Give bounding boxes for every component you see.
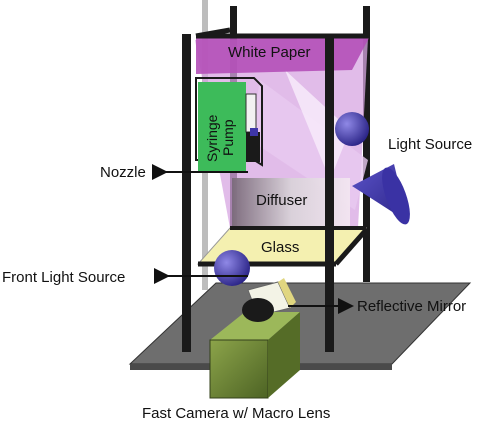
front-left-post (182, 34, 191, 352)
label-diffuser: Diffuser (256, 192, 307, 209)
label-front-light-source: Front Light Source (2, 269, 125, 286)
label-glass: Glass (261, 239, 299, 256)
label-pump: Pump (220, 119, 236, 156)
label-camera: Fast Camera w/ Macro Lens (142, 405, 330, 422)
syringe-pump (198, 82, 246, 172)
front-light-source (214, 250, 250, 286)
light-source-bulb (335, 112, 369, 146)
front-right-post (325, 34, 334, 352)
label-nozzle: Nozzle (100, 164, 146, 181)
label-light-source: Light Source (388, 136, 472, 153)
camera-body (209, 339, 269, 399)
syringe-plunger (245, 93, 257, 133)
syringe-tip (246, 132, 260, 162)
label-reflective-mirror: Reflective Mirror (357, 298, 466, 315)
camera-side (268, 312, 300, 398)
label-syringe: Syringe (204, 114, 220, 162)
diffuser (232, 178, 350, 226)
syringe-pump-outline (195, 77, 263, 167)
label-white-paper: White Paper (228, 44, 311, 61)
camera-top (210, 312, 300, 340)
macro-lens (242, 298, 274, 322)
back-right-post (363, 6, 370, 282)
light-beam-rays (250, 80, 368, 210)
